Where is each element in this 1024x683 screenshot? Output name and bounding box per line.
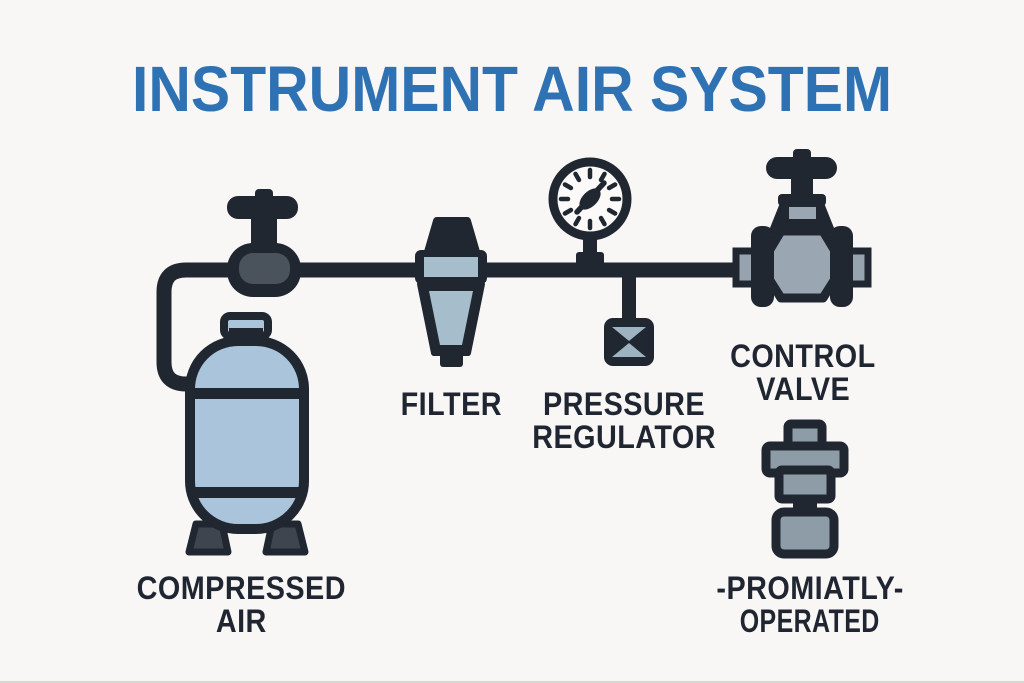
pressure-gauge-icon (548, 157, 632, 241)
label-pneumatic-actuator-line2: OPERATED (740, 603, 880, 639)
page-title: INSTRUMENT AIR SYSTEM (131, 53, 893, 125)
label-pressure-regulator: PRESSURE REGULATOR (504, 388, 744, 454)
label-control-valve-line2: VALVE (756, 371, 850, 407)
label-pressure-regulator-line1: PRESSURE (542, 386, 706, 422)
label-compressed-air: COMPRESSED AIR (91, 572, 391, 638)
tank-shutoff-valve-icon (227, 189, 301, 297)
bottom-edge-line (0, 681, 1024, 683)
globe-valve-icon (732, 149, 872, 307)
label-compressed-air-line2: AIR (215, 603, 267, 639)
pressure-regulator-valve-icon (604, 318, 654, 366)
air-tank-icon (185, 312, 309, 556)
label-pneumatic-actuator-line1: -PROMIATLY- (716, 570, 904, 606)
label-compressed-air-line1: COMPRESSED (136, 570, 346, 606)
label-pneumatic-actuator: -PROMIATLY- OPERATED (690, 572, 930, 638)
label-control-valve: CONTROL VALVE (703, 340, 903, 406)
label-control-valve-line1: CONTROL (730, 338, 876, 374)
label-pressure-regulator-line2: REGULATOR (532, 419, 716, 455)
pneumatic-actuator-icon (761, 419, 849, 559)
pipe-line (156, 236, 744, 392)
inline-filter-icon (415, 217, 487, 367)
label-filter: FILTER (351, 388, 551, 421)
label-filter-line1: FILTER (400, 386, 502, 422)
